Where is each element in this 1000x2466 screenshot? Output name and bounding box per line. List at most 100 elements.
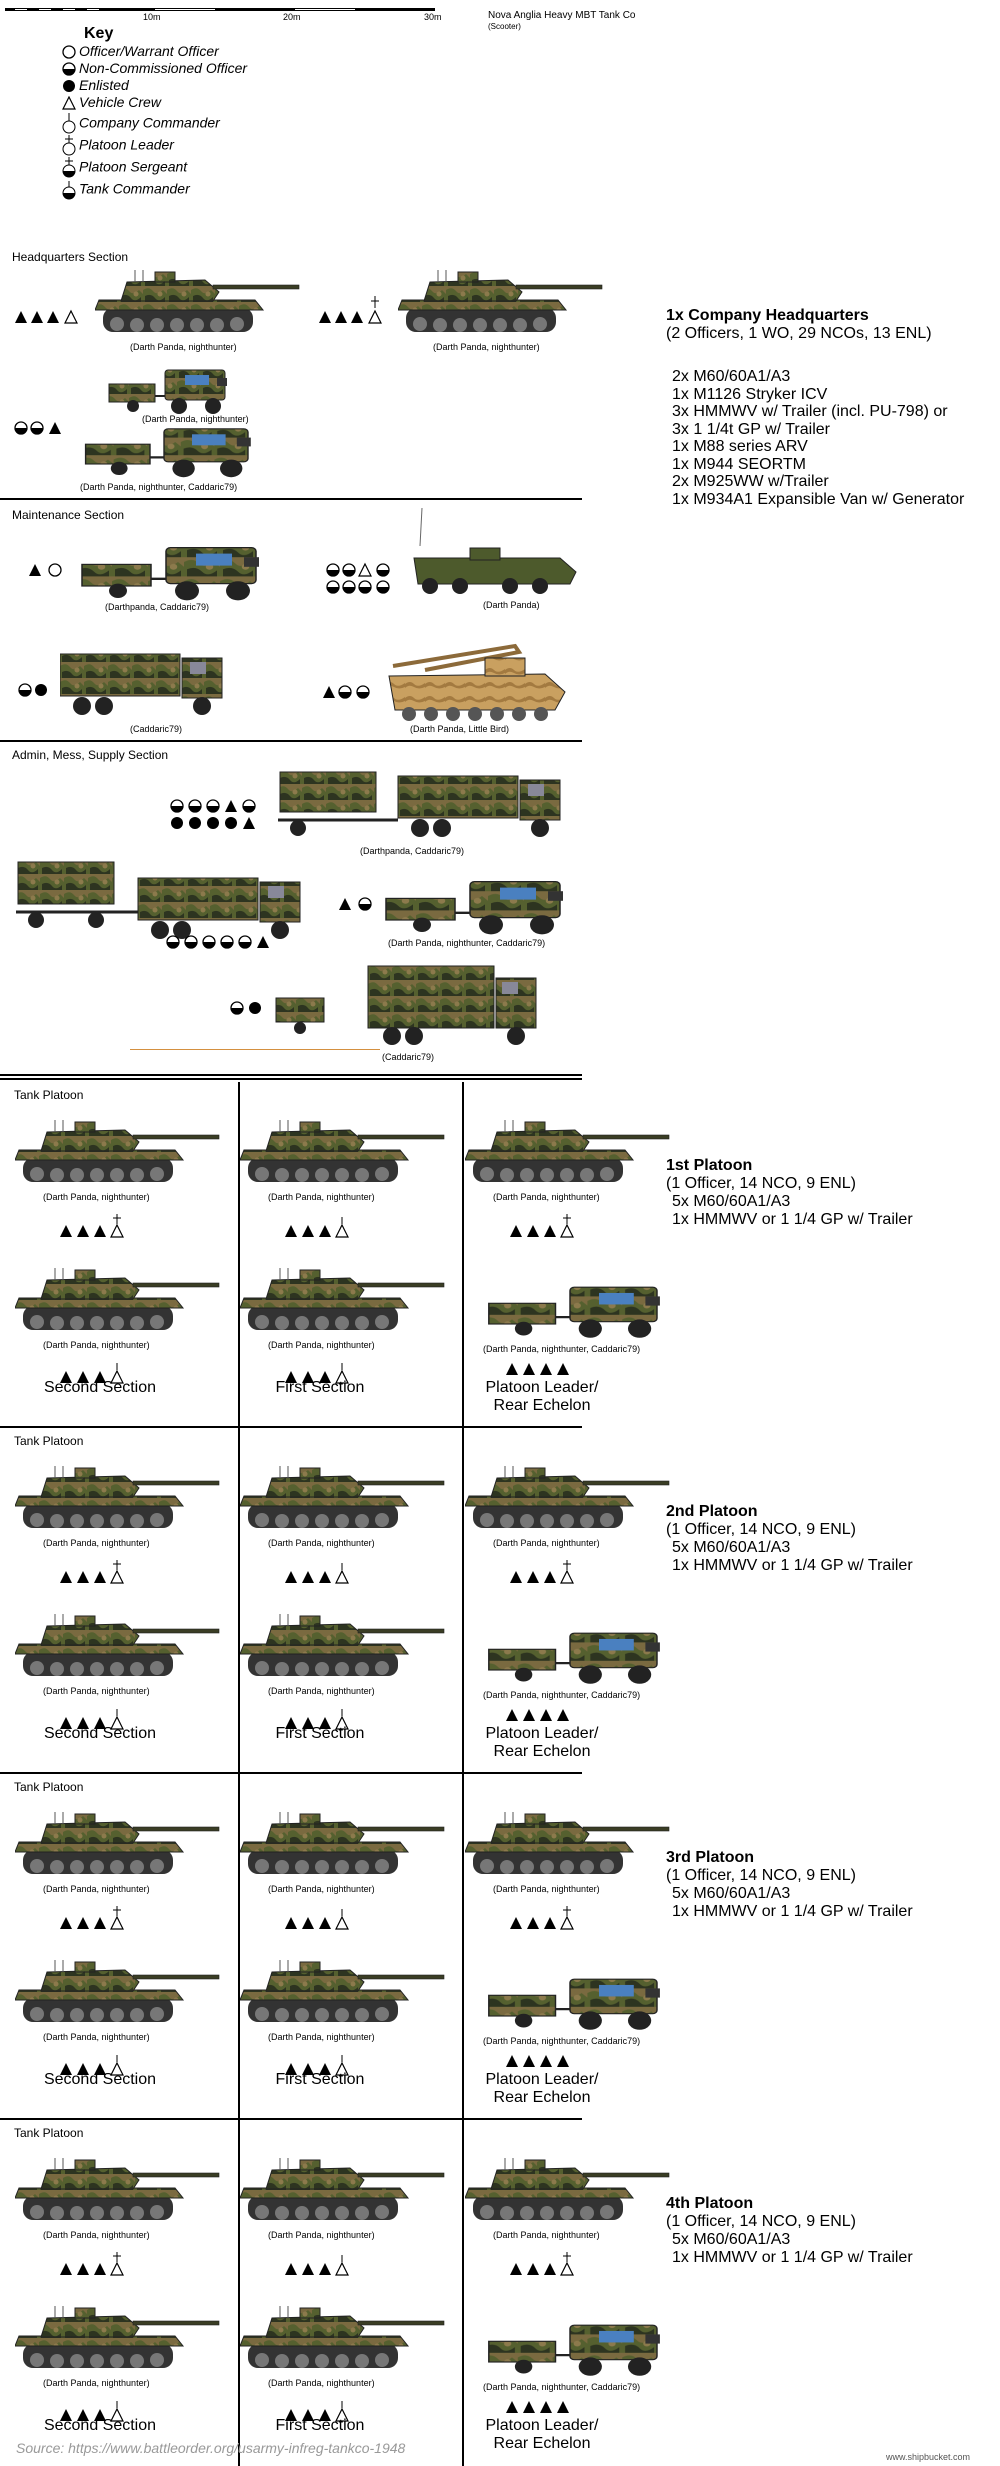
credit: (Darth Panda, nighthunter) <box>43 1884 150 1894</box>
tank <box>15 1120 220 1183</box>
credit: (Darth Panda, nighthunter) <box>43 2230 150 2240</box>
divider <box>0 1078 582 1080</box>
tank-crew <box>60 1214 124 1238</box>
key-title: Key <box>84 25 114 42</box>
tank <box>240 1466 445 1529</box>
credit: (Darth Panda, nighthunter) <box>268 2378 375 2388</box>
column-divider <box>238 1428 240 1774</box>
tank <box>15 2158 220 2221</box>
caption-first-section: First Section <box>275 1725 365 1742</box>
credit: (Darth Panda, nighthunter) <box>43 1538 150 1548</box>
credit: (Darth Panda, nighthunter) <box>43 2032 150 2042</box>
platoon-subtitle: (1 Officer, 14 NCO, 9 ENL) <box>666 1175 856 1192</box>
company-commander-icon <box>62 113 76 134</box>
section-label-hq: Headquarters Section <box>12 250 129 264</box>
credit: (Darth Panda, nighthunter) <box>268 1884 375 1894</box>
section-label-maint: Maintenance Section <box>12 508 125 522</box>
maint-m88 <box>388 643 566 721</box>
platoon-item: 1x HMMWV or 1 1/4 GP w/ Trailer <box>672 1211 913 1228</box>
credit: (Darth Panda, Little Bird) <box>410 724 510 734</box>
credit: (Darth Panda, nighthunter) <box>268 1340 375 1350</box>
admin-truck-2 <box>16 861 301 940</box>
tank <box>240 2306 445 2369</box>
credit: (Darth Panda, nighthunter) <box>43 1686 150 1696</box>
maint-truck <box>60 653 223 716</box>
caption-second-section: Second Section <box>43 1725 157 1742</box>
divider <box>0 1074 582 1076</box>
tank <box>15 1268 220 1331</box>
tank-crew <box>60 1363 124 1384</box>
caption-platoon-leader: Platoon Leader/ <box>485 1725 599 1742</box>
hq-tank-1 <box>95 270 300 333</box>
column-divider <box>462 1774 464 2120</box>
author: (Scooter) <box>488 22 521 31</box>
tank-crew <box>60 2401 124 2422</box>
divider <box>0 1426 582 1428</box>
platoon-item: 1x HMMWV or 1 1/4 GP w/ Trailer <box>672 1903 913 1920</box>
admin-troops-4 <box>230 1001 261 1015</box>
credit: (Darth Panda, nighthunter) <box>268 1192 375 1202</box>
credit: (Darth Panda, nighthunter) <box>493 1884 600 1894</box>
page-title: Nova Anglia Heavy MBT Tank Co <box>488 10 636 21</box>
column-divider <box>462 2120 464 2466</box>
caption-second-section: Second Section <box>43 2417 157 2434</box>
tank-crew <box>285 1217 349 1238</box>
tank-crew <box>510 1214 574 1238</box>
circle-half-icon <box>62 62 76 76</box>
caption-first-section: First Section <box>275 1379 365 1396</box>
credit: (Darth Panda, nighthunter, Caddaric79) <box>483 2036 641 2046</box>
scale-10m: 10m <box>143 12 161 22</box>
platoon-item: 5x M60/60A1/A3 <box>672 1539 791 1556</box>
tank <box>240 1120 445 1183</box>
tank <box>465 1466 670 1529</box>
caption-first-section: First Section <box>275 2071 365 2088</box>
maint-troops-1 <box>29 563 62 577</box>
key-legend: Key Officer/Warrant Officer Non-Commissi… <box>62 24 322 201</box>
caption-rear-echelon: Rear Echelon <box>493 1743 591 1760</box>
tank-crew <box>285 2055 349 2076</box>
key-item: Platoon Leader <box>62 135 322 157</box>
tank-crew <box>285 1909 349 1930</box>
scale-bar <box>5 2 435 11</box>
column-divider <box>238 2120 240 2466</box>
credit: (Darthpanda, Caddaric79) <box>105 602 210 612</box>
platoon-hmmwv <box>487 1631 662 1686</box>
column-divider <box>462 1082 464 1428</box>
credit: (Caddaric79) <box>130 724 183 734</box>
key-item: Tank Commander <box>62 179 322 201</box>
tank-crew <box>285 2401 349 2422</box>
credit: (Darth Panda, nighthunter) <box>268 1538 375 1548</box>
platoon-title: 3rd Platoon <box>666 1849 755 1866</box>
maint-stryker <box>413 507 577 594</box>
hq-title: 1x Company Headquarters <box>666 307 869 324</box>
tank-crew <box>60 1560 124 1584</box>
platoon-item: 1x HMMWV or 1 1/4 GP w/ Trailer <box>672 1557 913 1574</box>
hq-troops <box>14 421 61 435</box>
platoon-label: Tank Platoon <box>14 1088 84 1102</box>
platoon-subtitle: (1 Officer, 14 NCO, 9 ENL) <box>666 1521 856 1538</box>
divider <box>0 2118 582 2120</box>
tank <box>15 2306 220 2369</box>
hq-crew-2 <box>319 296 382 324</box>
caption-first-section: First Section <box>275 2417 365 2434</box>
tank-crew <box>510 2252 574 2276</box>
admin-truck-1 <box>278 771 561 838</box>
tank <box>240 1614 445 1677</box>
platoon-subtitle: (1 Officer, 14 NCO, 9 ENL) <box>666 1867 856 1884</box>
key-item: Non-Commissioned Officer <box>62 60 322 77</box>
scale-30m: 30m <box>424 12 442 22</box>
platoon-hmmwv <box>487 2323 662 2378</box>
platoon-title: 4th Platoon <box>666 2195 754 2212</box>
admin-van <box>275 965 537 1045</box>
divider <box>0 1772 582 1774</box>
credit: (Darth Panda, nighthunter, Caddaric79) <box>80 482 238 492</box>
tank-crew <box>60 2252 124 2276</box>
tank <box>465 1120 670 1183</box>
divider <box>0 498 582 500</box>
tank-crew <box>510 1560 574 1584</box>
divider <box>0 740 582 742</box>
tank <box>15 1466 220 1529</box>
maint-troops-2 <box>326 563 390 594</box>
column-divider <box>238 1082 240 1428</box>
platoon-label: Tank Platoon <box>14 1780 84 1794</box>
